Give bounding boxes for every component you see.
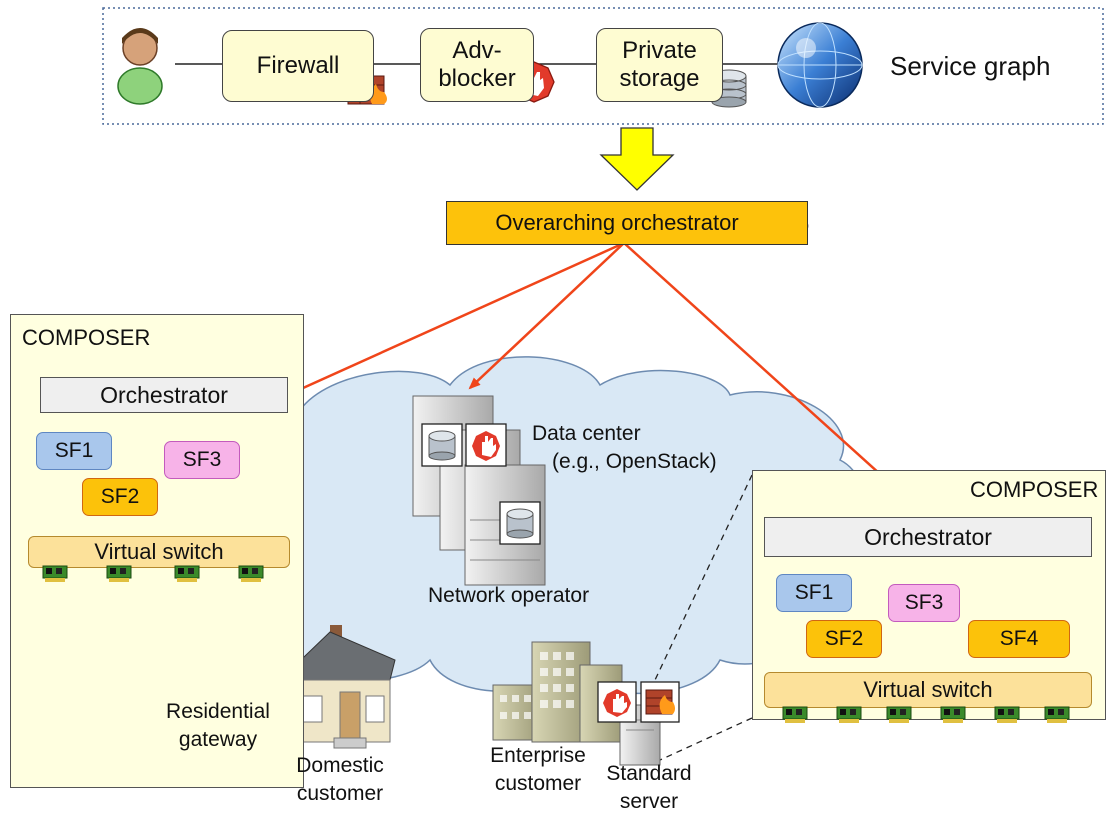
sf2-right: SF2: [806, 620, 882, 658]
enterprise-customer-label-line1: Enterprise: [490, 744, 586, 767]
user-icon: [117, 28, 163, 105]
service-graph-frame: [102, 7, 1104, 125]
stop-hand-icon: [465, 423, 507, 467]
nic-card-icon: [994, 706, 1020, 723]
orchestrator-left: Orchestrator: [40, 377, 288, 413]
nic-card-icon: [106, 565, 132, 582]
overarching-label: Overarching orchestrator: [495, 210, 739, 235]
standard-server-label-line1: Standard: [606, 762, 692, 785]
firewall-node-label: Firewall: [256, 52, 340, 79]
private-storage-line2: storage: [619, 65, 700, 92]
adv-blocker-node: Adv- blocker: [420, 28, 534, 102]
composer-right-title: COMPOSER: [970, 477, 1099, 502]
nic-card-icon: [940, 706, 966, 723]
office-building-icon: [492, 641, 623, 743]
virtual-switch-left-label: Virtual switch: [94, 539, 224, 564]
nic-card-icon: [886, 706, 912, 723]
stop-hand-icon: [597, 681, 637, 723]
down-arrow: [599, 127, 675, 191]
globe-icon: [777, 22, 863, 108]
nic-card-icon: [782, 706, 808, 723]
composer-left-title: COMPOSER: [22, 325, 151, 350]
sf3-right: SF3: [888, 584, 960, 622]
red-arrow-center: [468, 242, 625, 390]
nic-card-icon: [836, 706, 862, 723]
sf2-left: SF2: [82, 478, 158, 516]
nic-card-icon: [42, 565, 68, 582]
sf1-left: SF1: [36, 432, 112, 470]
sf1-right: SF1: [776, 574, 852, 612]
sf1-left-label: SF1: [54, 439, 94, 462]
nic-card-icon: [1044, 706, 1070, 723]
dashed-connector: [654, 474, 753, 681]
red-arrow-left: [290, 241, 625, 395]
virtual-switch-left: Virtual switch: [28, 536, 290, 568]
dashed-connector: [659, 717, 753, 761]
nic-card-icon: [238, 565, 264, 582]
standard-server-label-line2: server: [619, 790, 679, 813]
adv-blocker-line1: Adv-: [452, 37, 502, 64]
red-arrow-right: [623, 242, 924, 514]
sf3-left-label: SF3: [182, 448, 222, 471]
sf1-right-label: SF1: [794, 581, 834, 604]
orchestrator-right: Orchestrator: [764, 517, 1092, 557]
datacenter-label-line1: Data center: [532, 422, 641, 445]
sf2-right-label: SF2: [824, 627, 864, 650]
virtual-switch-right-label: Virtual switch: [863, 677, 993, 702]
firewall-icon: [640, 681, 680, 723]
sf4-right: SF4: [968, 620, 1070, 658]
service-graph-title: Service graph: [890, 51, 1051, 81]
virtual-switch-right: Virtual switch: [764, 672, 1092, 708]
firewall-node: Firewall: [222, 30, 374, 102]
orchestrator-left-label: Orchestrator: [100, 381, 228, 408]
network-operator-label: Network operator: [428, 584, 590, 607]
house-icon: [278, 625, 396, 749]
domestic-customer-label-line2: customer: [296, 782, 384, 805]
datacenter-label-line2: (e.g., OpenStack): [552, 450, 717, 473]
database-icon: [421, 423, 463, 467]
residential-gateway-label-line2: gateway: [178, 728, 258, 751]
adv-blocker-line2: blocker: [438, 65, 516, 92]
private-storage-line1: Private: [622, 37, 697, 64]
overarching-orchestrator: Overarching orchestrator: [446, 201, 808, 245]
orchestrator-right-label: Orchestrator: [864, 523, 992, 550]
sf3-right-label: SF3: [904, 591, 944, 614]
enterprise-customer-label-line2: customer: [494, 772, 582, 795]
sf3-left: SF3: [164, 441, 240, 479]
sf4-right-label: SF4: [999, 627, 1039, 650]
domestic-customer-label-line1: Domestic: [296, 754, 384, 777]
database-icon: [499, 501, 541, 545]
sf2-left-label: SF2: [100, 485, 140, 508]
private-storage-node: Private storage: [596, 28, 723, 102]
nic-card-icon: [174, 565, 200, 582]
residential-gateway-label-line1: Residential: [166, 700, 270, 723]
